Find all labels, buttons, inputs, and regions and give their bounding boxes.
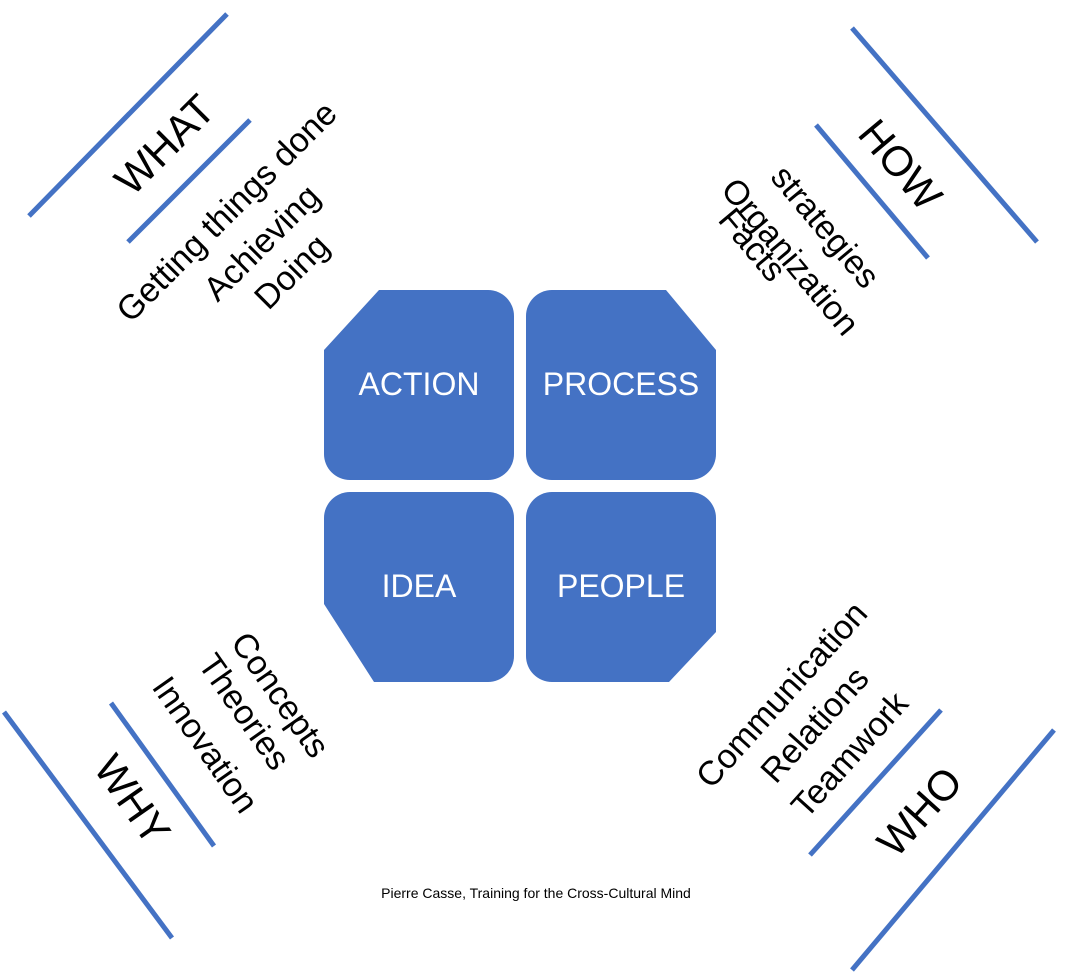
what-inner-line (126, 118, 252, 244)
quadrant-idea: IDEA (324, 492, 514, 682)
quadrant-process-label: PROCESS (542, 366, 700, 402)
why-outer-line (1, 710, 175, 940)
source-credit: Pierre Casse, Training for the Cross-Cul… (381, 885, 691, 901)
how-outer-line (850, 26, 1039, 244)
who-outer-line (850, 728, 1056, 972)
why-inner-line (108, 701, 217, 848)
what-outer-line (27, 12, 229, 218)
quadrant-action: ACTION (324, 290, 514, 480)
quadrant-people-label: PEOPLE (556, 568, 686, 604)
quadrant-idea-label: IDEA (381, 568, 457, 604)
quadrant-action-label: ACTION (358, 366, 480, 402)
quadrant-process: PROCESS (526, 290, 716, 480)
who-inner-line (808, 708, 943, 857)
quadrant-people: PEOPLE (526, 492, 716, 682)
how-inner-line (814, 123, 930, 260)
